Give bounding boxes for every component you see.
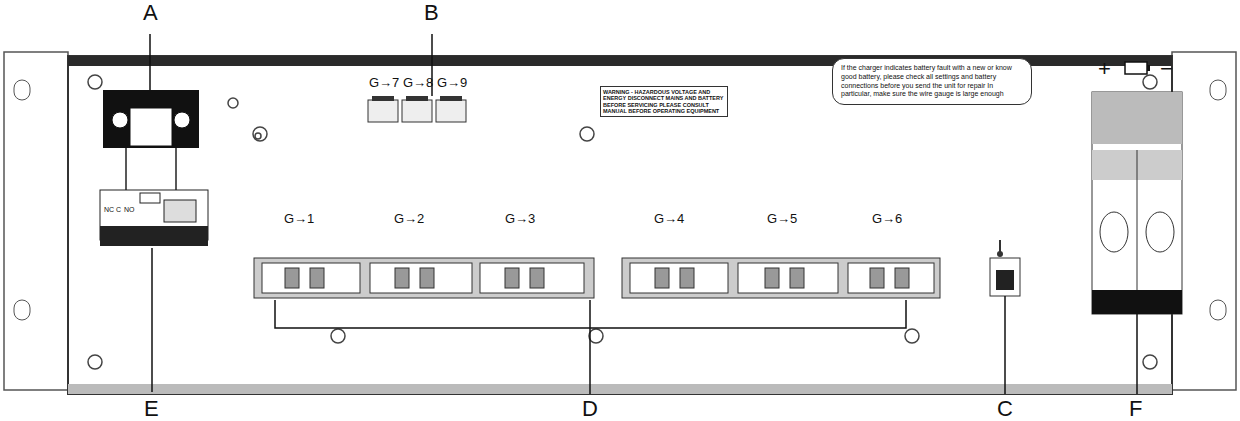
callout-letter: F <box>1129 398 1142 420</box>
callout-letter: A <box>143 2 158 24</box>
callout-letter: D <box>582 398 598 420</box>
terminal-name: NO <box>124 206 135 213</box>
warning-label: WARNING - HAZARDOUS VOLTAGE AND ENERGY D… <box>600 86 728 117</box>
outlet-number: G→4 <box>654 212 684 225</box>
node-text: WARNING - HAZARDOUS VOLTAGE AND ENERGY D… <box>603 89 725 114</box>
outlet-number: G→9 <box>437 76 467 89</box>
callout-letter: B <box>424 2 439 24</box>
note-box: If the charger indicates battery fault w… <box>832 58 1032 105</box>
outlet-number: G→2 <box>394 212 424 225</box>
outlet-number: G→6 <box>872 212 902 225</box>
terminal-name: C <box>116 206 121 213</box>
outlet-number: G→7 <box>369 76 399 89</box>
callout-letter: C <box>997 398 1013 420</box>
outlet-number: G→3 <box>505 212 535 225</box>
callout-letter: E <box>144 398 159 420</box>
terminal-name: NC <box>104 206 114 213</box>
outlet-number: G→8 <box>403 76 433 89</box>
outlet-number: G→1 <box>284 212 314 225</box>
outlet-number: G→5 <box>767 212 797 225</box>
polarity-sign: + <box>1098 58 1111 80</box>
node-text: If the charger indicates battery fault w… <box>841 64 1023 99</box>
polarity-sign: − <box>1160 58 1173 80</box>
